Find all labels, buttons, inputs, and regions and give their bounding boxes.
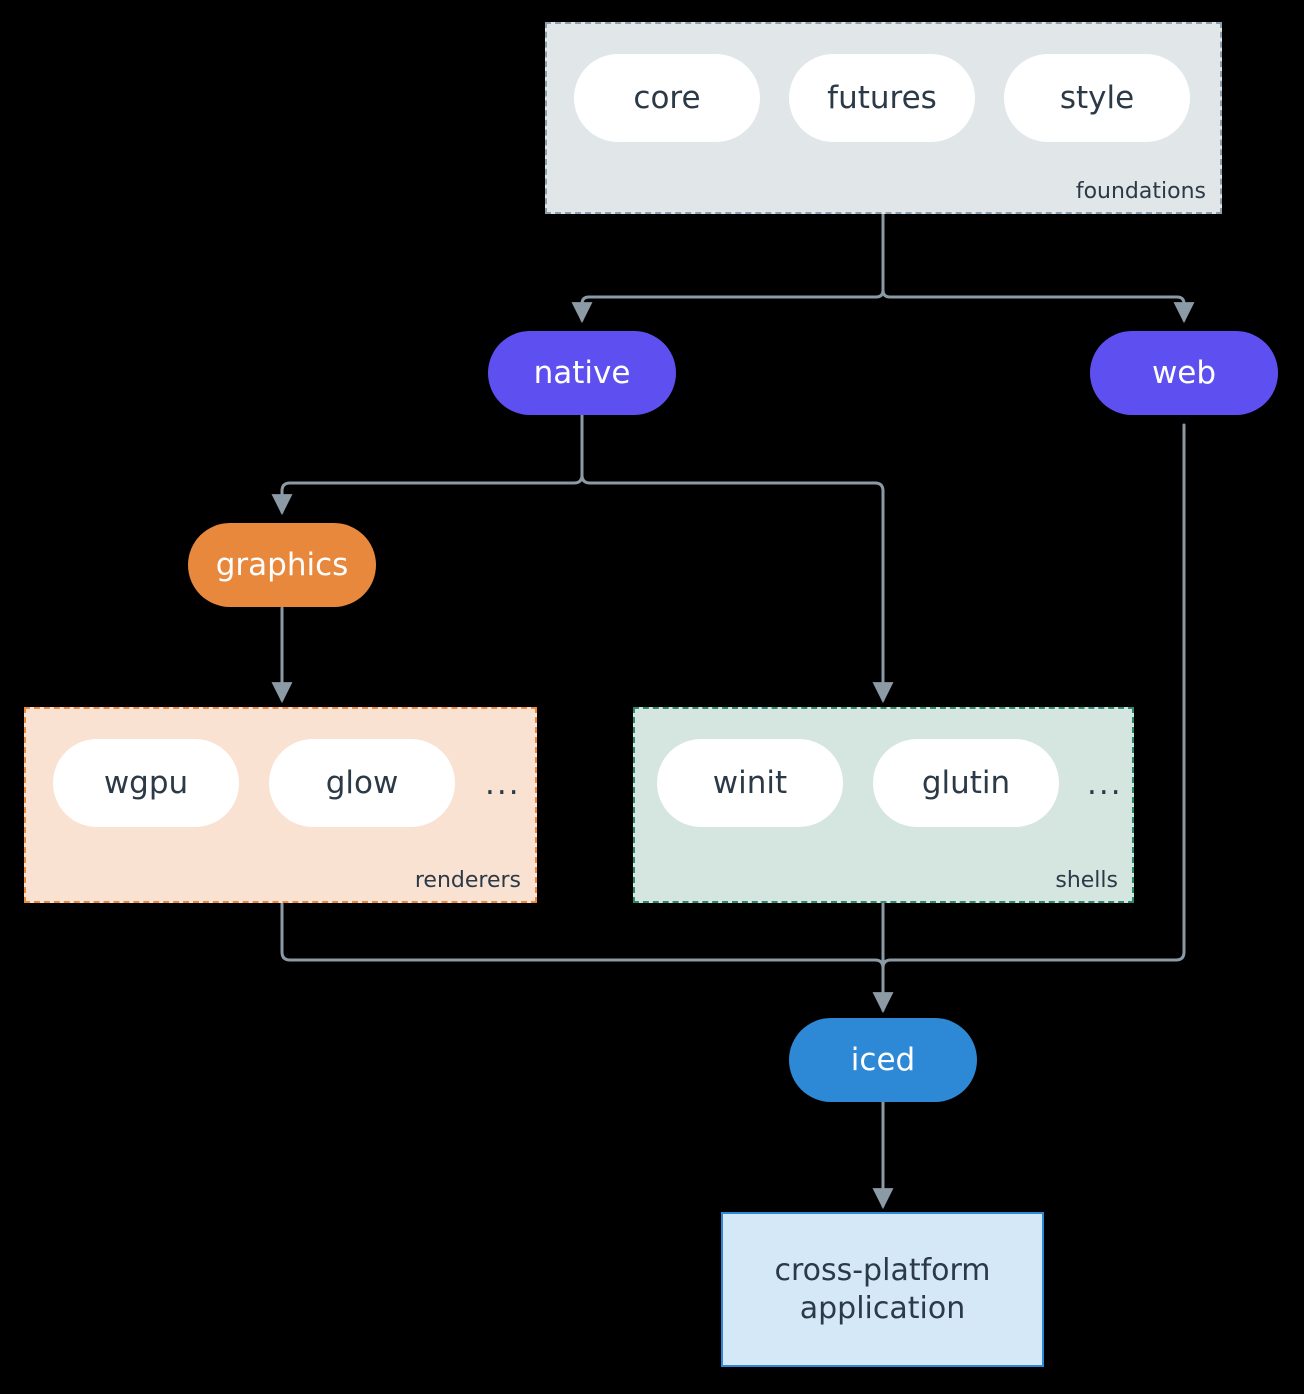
group-foundations-label: foundations	[1075, 179, 1206, 204]
group-renderers-label: renderers	[414, 868, 521, 893]
node-futures[interactable]: futures	[789, 54, 975, 142]
group-renderers: wgpu glow ... renderers	[24, 707, 537, 903]
node-web[interactable]: web	[1090, 331, 1278, 415]
edge-renderers-to-iced	[280, 901, 894, 1014]
node-core-label: core	[633, 79, 701, 116]
node-iced-label: iced	[850, 1041, 916, 1078]
node-glutin[interactable]: glutin	[873, 739, 1059, 827]
node-style-label: style	[1059, 79, 1135, 116]
node-graphics-label: graphics	[215, 546, 349, 583]
edge-native-to-shells	[580, 473, 894, 704]
group-shells: winit glutin ... shells	[633, 707, 1134, 903]
node-web-label: web	[1151, 354, 1217, 391]
node-iced[interactable]: iced	[789, 1018, 977, 1102]
node-glow-label: glow	[325, 764, 399, 801]
node-core[interactable]: core	[574, 54, 760, 142]
node-style[interactable]: style	[1004, 54, 1190, 142]
node-application[interactable]: cross-platform application	[721, 1212, 1044, 1367]
node-winit[interactable]: winit	[657, 739, 843, 827]
node-native-label: native	[533, 354, 631, 391]
node-application-line1: cross-platform	[774, 1253, 991, 1288]
node-graphics[interactable]: graphics	[188, 523, 376, 607]
node-wgpu[interactable]: wgpu	[53, 739, 239, 827]
node-application-line2: application	[799, 1290, 966, 1326]
node-shells-more: ...	[1087, 766, 1123, 802]
edge-native-to-graphics	[271, 411, 584, 516]
node-glutin-label: glutin	[921, 764, 1011, 801]
node-futures-label: futures	[827, 79, 937, 116]
node-glow[interactable]: glow	[269, 739, 455, 827]
node-native[interactable]: native	[488, 331, 676, 415]
node-renderers-more: ...	[485, 766, 521, 802]
edge-foundations-to-native	[571, 212, 885, 324]
node-wgpu-label: wgpu	[103, 764, 189, 801]
node-winit-label: winit	[712, 764, 788, 801]
group-shells-label: shells	[1055, 868, 1118, 893]
group-foundations: core futures style foundations	[545, 22, 1222, 214]
edge-web-to-iced	[881, 423, 1186, 1012]
edge-foundations-to-web	[881, 288, 1195, 324]
